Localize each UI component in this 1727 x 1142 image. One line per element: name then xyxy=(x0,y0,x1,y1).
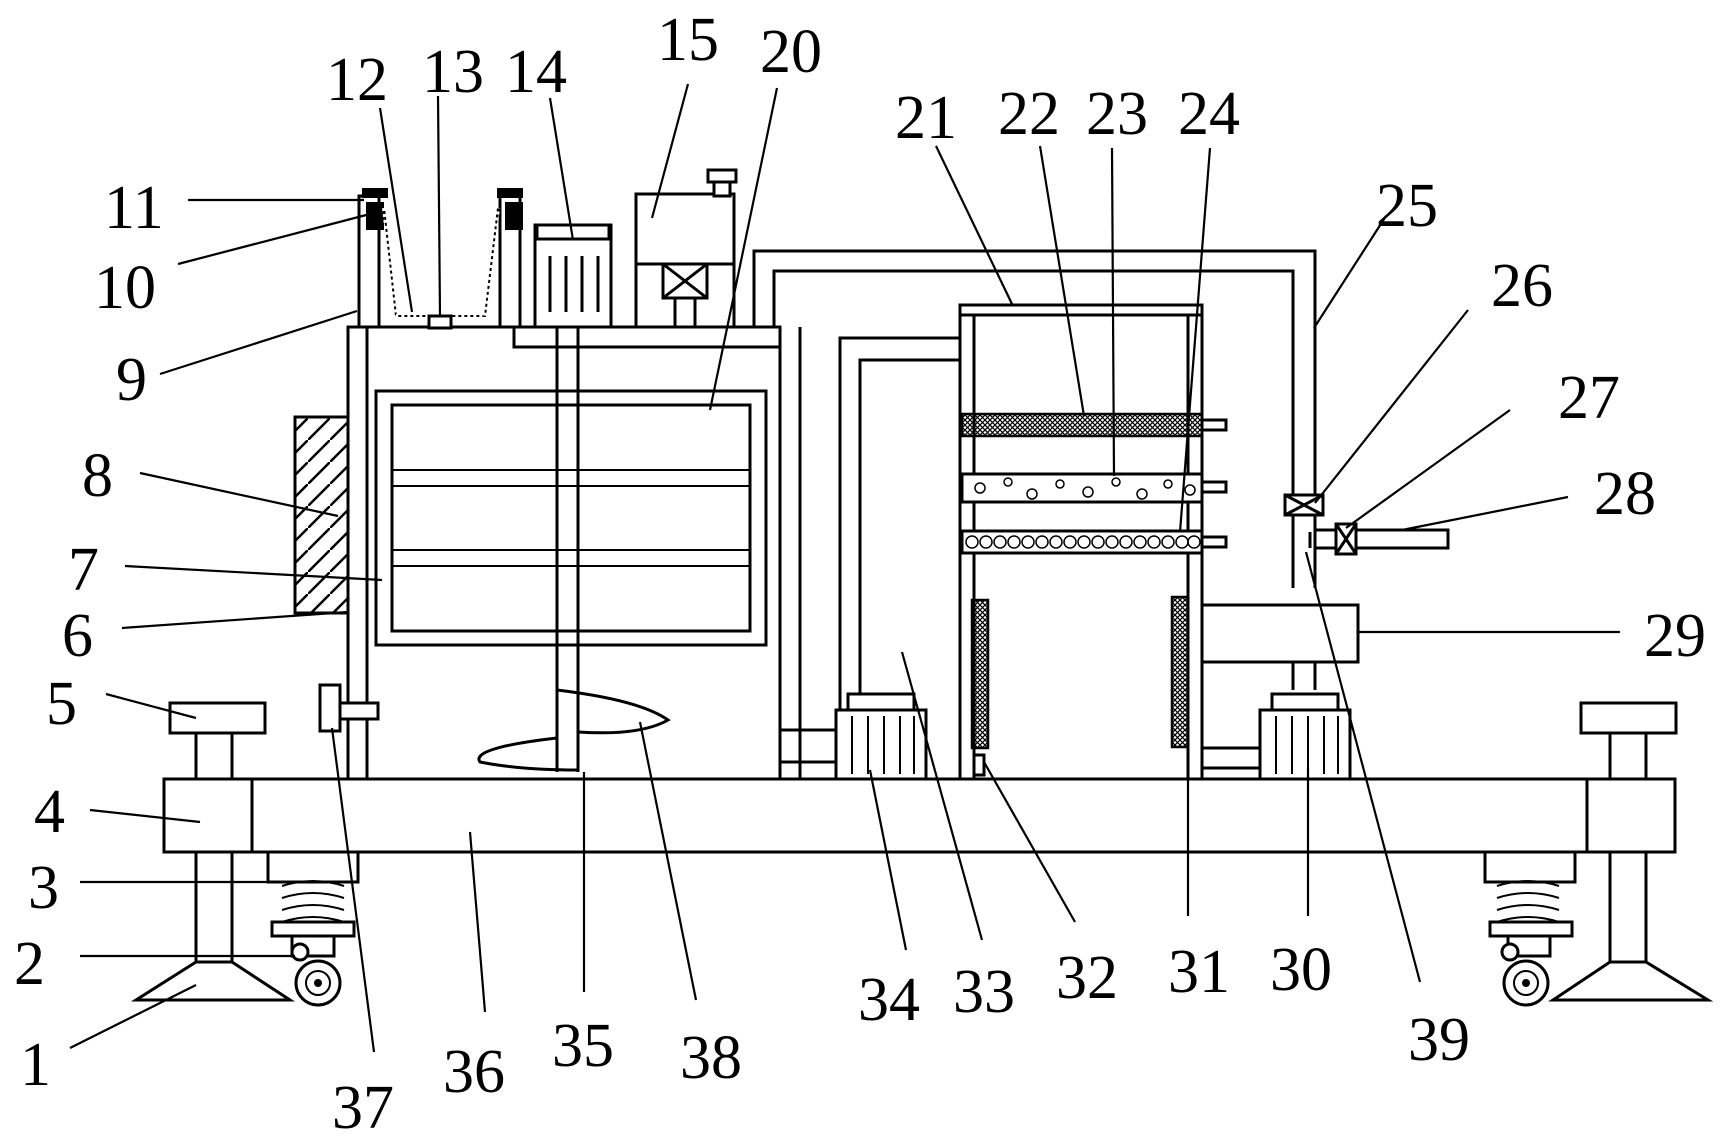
label-13: 13 xyxy=(422,38,484,106)
label-6: 6 xyxy=(62,602,93,670)
label-2: 2 xyxy=(14,930,45,998)
label-5: 5 xyxy=(46,670,77,738)
mixing-tank xyxy=(346,325,840,781)
label-23: 23 xyxy=(1086,80,1148,148)
label-21: 21 xyxy=(895,84,957,152)
label-30: 30 xyxy=(1270,936,1332,1004)
label-10: 10 xyxy=(94,254,156,322)
label-26: 26 xyxy=(1491,252,1553,320)
label-3: 3 xyxy=(28,854,59,922)
reference-numerals: 1 2 3 4 5 6 7 8 9 10 11 12 13 14 15 20 2… xyxy=(14,6,1706,1142)
label-38: 38 xyxy=(680,1024,742,1092)
label-1: 1 xyxy=(20,1031,51,1099)
label-7: 7 xyxy=(68,536,99,604)
label-8: 8 xyxy=(82,442,113,510)
label-4: 4 xyxy=(34,778,65,846)
label-11: 11 xyxy=(104,174,164,242)
label-28: 28 xyxy=(1594,460,1656,528)
spiral-blade xyxy=(477,688,671,772)
label-14: 14 xyxy=(505,38,567,106)
heater-29 xyxy=(1200,603,1360,664)
left-support-leg xyxy=(130,701,296,1002)
label-39: 39 xyxy=(1408,1006,1470,1074)
label-29: 29 xyxy=(1644,602,1706,670)
stirring-shaft xyxy=(555,327,580,772)
valve-26 xyxy=(1283,493,1325,517)
pipe-network xyxy=(752,249,1317,730)
label-32: 32 xyxy=(1056,944,1118,1012)
label-27: 27 xyxy=(1558,364,1620,432)
label-34: 34 xyxy=(858,966,920,1034)
leader-lines xyxy=(69,83,1620,1053)
pump-30 xyxy=(1202,692,1352,781)
left-caster-wheel xyxy=(266,850,360,1007)
side-plate-right xyxy=(1170,595,1190,749)
filter-layer-24 xyxy=(960,529,1228,555)
pump-unit xyxy=(634,168,738,327)
label-31: 31 xyxy=(1168,938,1230,1006)
label-12: 12 xyxy=(326,46,388,114)
right-support-leg xyxy=(1548,701,1714,1002)
label-22: 22 xyxy=(998,80,1060,148)
label-37: 37 xyxy=(332,1074,394,1142)
heating-plate xyxy=(293,415,350,615)
label-33: 33 xyxy=(953,958,1015,1026)
label-36: 36 xyxy=(443,1038,505,1106)
sensor-32 xyxy=(972,753,986,777)
filter-layer-23 xyxy=(960,472,1228,504)
drain-pipe xyxy=(1308,522,1450,556)
label-25: 25 xyxy=(1376,172,1438,240)
stirrer-motor xyxy=(533,223,613,329)
label-24: 24 xyxy=(1178,80,1240,148)
label-20: 20 xyxy=(760,18,822,86)
label-9: 9 xyxy=(116,346,147,414)
pump-34 xyxy=(834,692,928,781)
label-35: 35 xyxy=(552,1012,614,1080)
feed-hopper xyxy=(357,188,523,330)
label-15: 15 xyxy=(657,6,719,74)
right-caster-wheel xyxy=(1483,850,1577,1007)
sensor-box xyxy=(318,683,380,733)
base-platform xyxy=(162,777,1677,854)
side-plate-left xyxy=(970,598,990,750)
filter-layer-22 xyxy=(960,412,1228,438)
